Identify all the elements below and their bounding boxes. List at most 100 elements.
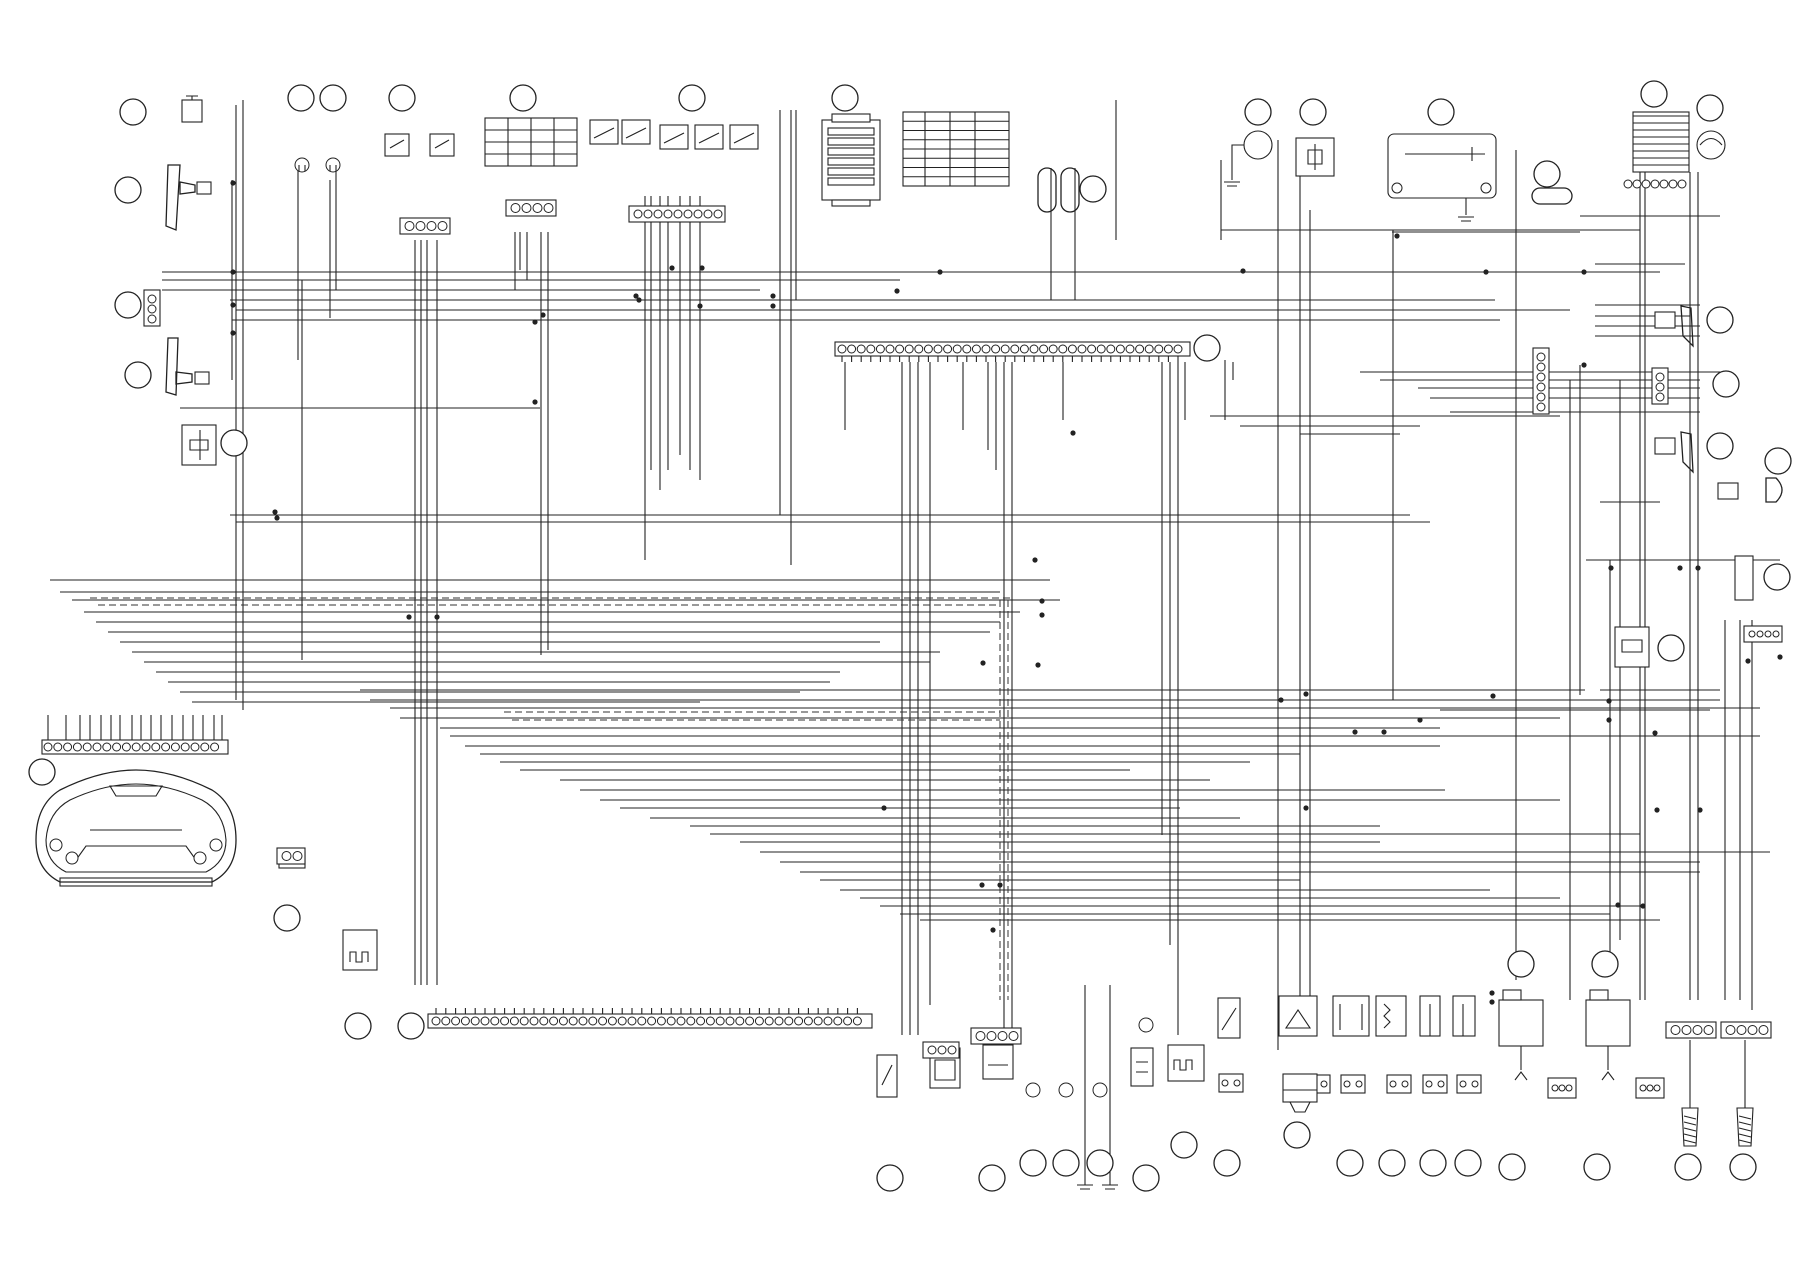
connector-pin xyxy=(480,1016,490,1026)
cam-sensor-body xyxy=(1452,995,1476,1037)
connector-pin xyxy=(683,209,693,219)
lamp-filament xyxy=(298,165,306,171)
connector-pin xyxy=(885,344,895,354)
connector-pin xyxy=(696,1016,706,1026)
reference-callout xyxy=(28,758,56,786)
battery xyxy=(1387,133,1497,222)
connector-pin xyxy=(1725,1025,1736,1035)
wire-junction xyxy=(1606,698,1612,704)
reference-callout xyxy=(1170,1131,1198,1159)
ignition-coil-b xyxy=(1375,995,1407,1037)
switch-module-c xyxy=(589,119,759,150)
connector-pin xyxy=(1048,344,1058,354)
wire-junction xyxy=(1483,269,1489,275)
coil-lead xyxy=(1601,1046,1615,1081)
warning-bulb xyxy=(1058,1082,1074,1098)
coil-plug-pins xyxy=(1551,1084,1573,1092)
wire-junctions xyxy=(230,180,1783,1005)
connector-pin xyxy=(847,344,857,354)
voltage-regulator xyxy=(1632,111,1690,173)
connector-pin xyxy=(1655,382,1665,392)
starter-motor xyxy=(1224,130,1273,187)
idle-actuator-glyph xyxy=(934,1059,956,1081)
connector-pin-column xyxy=(1655,372,1665,402)
connector-pin xyxy=(676,1016,686,1026)
connector-pin xyxy=(1551,1084,1559,1092)
connector-pin xyxy=(673,209,683,219)
connector-pin xyxy=(121,742,131,752)
ground-symbol xyxy=(1077,985,1093,1190)
connector-pin xyxy=(1355,1080,1363,1088)
connector-pin xyxy=(415,221,426,231)
connector-pin xyxy=(1655,392,1665,402)
connector-pin xyxy=(997,1031,1008,1041)
lambda-thread xyxy=(1738,1133,1752,1138)
connector-pin xyxy=(1029,344,1039,354)
reference-callout xyxy=(1706,432,1734,460)
reference-callout xyxy=(1299,98,1327,126)
wire-junction xyxy=(1489,999,1495,1005)
connector-pin xyxy=(981,344,991,354)
connector-pin xyxy=(1641,179,1651,189)
connector-pin xyxy=(852,1016,862,1026)
main-fuse-body xyxy=(1060,167,1080,213)
connector-pin xyxy=(1623,179,1633,189)
connector-pin xyxy=(1401,1080,1409,1088)
fuel-level xyxy=(1278,995,1318,1037)
sensor-plug-body xyxy=(1456,1074,1482,1094)
ecu-pin-row-top xyxy=(837,344,1183,354)
lamp-glass xyxy=(294,157,310,173)
connector-pin xyxy=(991,344,1001,354)
connector-pin xyxy=(1677,179,1687,189)
connector-pin xyxy=(1125,344,1135,354)
key-switch xyxy=(181,95,203,123)
reference-callout xyxy=(1533,160,1561,188)
components xyxy=(35,95,1783,1190)
injector-plug-glyph xyxy=(1136,1061,1148,1073)
cluster-button xyxy=(49,838,63,852)
throttle-sensor-glyph xyxy=(881,1064,893,1086)
connector-pin xyxy=(813,1016,823,1026)
wire-junction xyxy=(1697,807,1703,813)
connector-pin xyxy=(210,742,220,752)
reference-callout xyxy=(1052,1149,1080,1177)
left-switch-shape xyxy=(165,164,196,231)
instrument-cluster xyxy=(35,769,237,887)
reference-callout xyxy=(1086,1149,1114,1177)
connector-pin xyxy=(1536,392,1546,402)
reference-callout xyxy=(1213,1149,1241,1177)
connector-pin xyxy=(1650,179,1660,189)
connector-pin xyxy=(686,1016,696,1026)
left-switch-connector xyxy=(196,181,212,195)
connector-pin xyxy=(180,742,190,752)
connector-pin-column xyxy=(147,294,157,324)
connector-pin-column xyxy=(1536,352,1546,412)
connector-pin xyxy=(856,344,866,354)
connector-pin xyxy=(1653,1084,1661,1092)
connector-pin xyxy=(914,344,924,354)
connector-pin xyxy=(1221,1079,1229,1087)
connector-pin xyxy=(539,1016,549,1026)
relay-right xyxy=(1614,626,1650,668)
fuel-pump xyxy=(1167,1044,1205,1082)
relay-left-coil xyxy=(189,430,209,460)
regulator-body xyxy=(1632,111,1690,173)
connector-pin xyxy=(633,209,643,219)
sensor-plug-1 xyxy=(1340,1074,1366,1094)
switch-c-contact xyxy=(733,132,755,144)
connector-pin xyxy=(1536,382,1546,392)
reference-callout xyxy=(1591,950,1619,978)
wire-junction xyxy=(1070,430,1076,436)
connector-pin xyxy=(754,1016,764,1026)
connector-pin xyxy=(1536,352,1546,362)
wire-junction xyxy=(937,269,943,275)
coil-body xyxy=(1585,999,1631,1047)
wire-junction xyxy=(1394,233,1400,239)
wire-junction xyxy=(997,882,1003,888)
lambda-thread xyxy=(1738,1139,1752,1144)
connector-pin xyxy=(404,221,415,231)
connector-pin xyxy=(190,742,200,752)
wire-junction xyxy=(1278,697,1284,703)
wire-junction xyxy=(434,614,440,620)
reference-callout xyxy=(1132,1164,1160,1192)
